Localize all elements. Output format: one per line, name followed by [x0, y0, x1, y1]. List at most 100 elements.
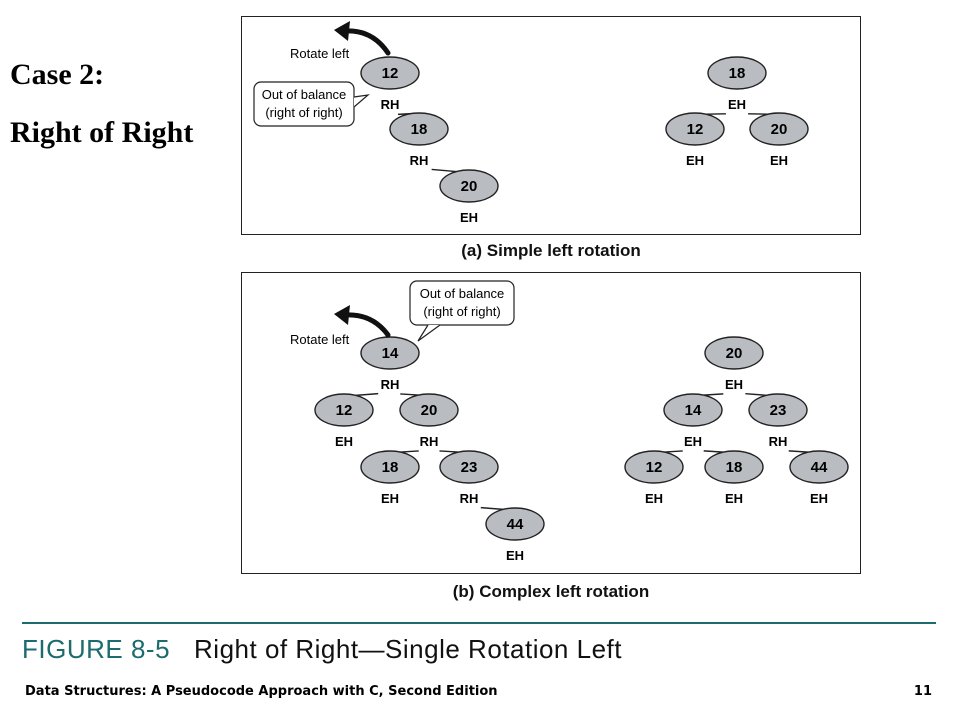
caption-complex-rotation: (b) Complex left rotation — [452, 582, 650, 601]
footer-book-title: Data Structures: A Pseudocode Approach w… — [25, 684, 498, 699]
complex-rotation-diagram: 14RH12EH20RH18EH23RH44EH20EH14EH23RH12EH… — [290, 280, 849, 563]
edge-b-before-4 — [439, 450, 459, 453]
edge-b-before-3 — [400, 450, 419, 453]
callout-b: Out of balance (right of right) — [409, 280, 515, 342]
node-b-after-12-balance: EH — [645, 491, 663, 506]
node-b-after-20-balance: EH — [725, 377, 743, 392]
case-title: Case 2: — [10, 58, 105, 91]
node-a-before-18-balance: RH — [410, 153, 429, 168]
node-b-before-18-balance: EH — [381, 491, 399, 506]
node-b-before-23-shape — [439, 450, 499, 484]
node-a-before-12-value: 12 — [382, 65, 399, 82]
node-a-before-12-balance: RH — [381, 97, 400, 112]
node-b-before-18-shape — [360, 450, 420, 484]
rotate-left-a-label: Rotate left — [290, 46, 350, 61]
node-b-after-12-value: 12 — [646, 459, 663, 476]
node-b-before-23-balance: RH — [460, 491, 479, 506]
edge-b-after-1 — [703, 393, 724, 396]
node-b-before-12-balance: EH — [335, 434, 353, 449]
figure-title: Right of Right—Single Rotation Left — [194, 634, 622, 664]
node-b-after-14-balance: EH — [684, 434, 702, 449]
callout-a: Out of balance (right of right) — [253, 81, 370, 127]
callout-b-pointer — [417, 324, 441, 342]
figure-label: FIGURE 8-5 Right of Right—Single Rotation… — [22, 634, 622, 665]
node-b-after-44-balance: EH — [810, 491, 828, 506]
node-b-before-44-balance: EH — [506, 548, 524, 563]
callout-a-line-1: Out of balance — [262, 87, 347, 102]
edge-b-after-3 — [664, 450, 683, 453]
callout-b-line-2: (right of right) — [423, 304, 500, 319]
node-a-after-20-balance: EH — [770, 153, 788, 168]
node-a-before-18-shape — [389, 112, 449, 146]
node-b-before-44-shape — [485, 507, 545, 541]
edge-b-after-4 — [703, 450, 724, 453]
node-a-after-18-shape — [707, 56, 767, 90]
edge-a-before-2 — [431, 168, 457, 173]
edge-b-before-2 — [400, 393, 419, 396]
rotate-left-b-label: Rotate left — [290, 332, 350, 347]
node-a-before-20-balance: EH — [460, 210, 478, 225]
edge-b-before-1 — [355, 392, 379, 397]
node-b-after-12-shape — [624, 450, 684, 484]
node-b-after-18-value: 18 — [726, 459, 743, 476]
node-a-after-20-value: 20 — [771, 121, 788, 138]
rotate-left-a-arrowhead-icon — [334, 21, 350, 41]
node-a-after-12-shape — [665, 112, 725, 146]
callout-b-line-1: Out of balance — [420, 286, 505, 301]
node-b-before-12-value: 12 — [336, 402, 353, 419]
node-a-after-12-balance: EH — [686, 153, 704, 168]
node-b-after-20-shape — [704, 336, 764, 370]
node-b-after-14-shape — [663, 393, 723, 427]
rotate-left-b-arrowhead-icon — [334, 305, 350, 325]
node-a-after-18-balance: EH — [728, 97, 746, 112]
node-a-after-20-shape — [749, 112, 809, 146]
node-b-after-23-balance: RH — [769, 434, 788, 449]
node-b-before-23-value: 23 — [461, 459, 478, 476]
callout-a-line-2: (right of right) — [265, 105, 342, 120]
node-a-after-12-value: 12 — [687, 121, 704, 138]
footer-page-number: 11 — [913, 684, 932, 699]
node-b-after-14-value: 14 — [685, 402, 702, 419]
node-a-after-18-value: 18 — [729, 65, 746, 82]
node-b-after-44-value: 44 — [811, 459, 828, 476]
node-a-before-20-shape — [439, 169, 499, 203]
node-b-before-20-shape — [399, 393, 459, 427]
node-b-after-20-value: 20 — [726, 345, 743, 362]
node-b-after-23-shape — [748, 393, 808, 427]
rotate-left-b-icon — [341, 312, 391, 338]
callout-b-box — [409, 280, 515, 326]
node-a-before-12-shape — [360, 56, 420, 90]
node-b-after-18-balance: EH — [725, 491, 743, 506]
figure-number: FIGURE 8-5 — [22, 634, 171, 664]
node-a-before-20-value: 20 — [461, 178, 478, 195]
caption-simple-rotation: (a) Simple left rotation — [461, 241, 641, 260]
edge-b-after-2 — [745, 393, 767, 396]
node-b-after-18-shape — [704, 450, 764, 484]
figure-divider — [22, 622, 936, 624]
case-subtitle: Right of Right — [10, 116, 194, 149]
edge-b-before-5 — [480, 506, 504, 511]
rotate-left-a-icon — [341, 28, 391, 56]
node-b-before-14-balance: RH — [381, 377, 400, 392]
